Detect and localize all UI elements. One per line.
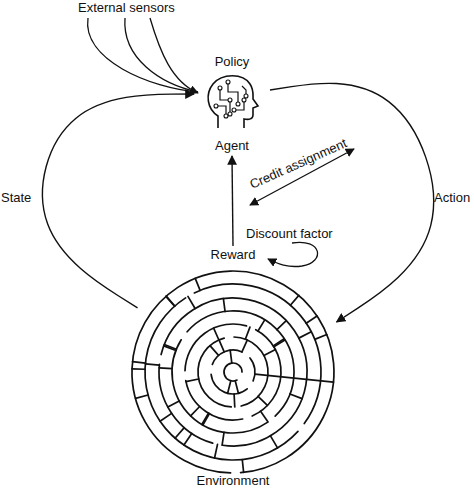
- maze-wall: [299, 332, 311, 338]
- circuit-node: [228, 98, 232, 102]
- node-title: Policy: [215, 54, 250, 70]
- maze-wall: [250, 358, 255, 381]
- maze-wall: [228, 381, 231, 394]
- maze-wall: [133, 362, 146, 363]
- sensor-label: External sensors: [78, 0, 175, 16]
- maze-wall: [136, 395, 149, 398]
- maze-wall: [306, 316, 317, 323]
- reward-node: Reward: [203, 246, 263, 264]
- maze-wall: [159, 367, 172, 369]
- environment-node: Environment: [128, 268, 338, 489]
- circuit-node: [214, 104, 218, 108]
- maze-wall: [184, 433, 192, 445]
- maze-wall: [242, 460, 243, 473]
- maze-wall: [223, 299, 225, 312]
- maze-wall: [203, 414, 209, 425]
- maze-wall: [315, 335, 327, 340]
- maze-wall: [166, 296, 175, 306]
- maze-wall: [290, 394, 302, 399]
- maze-wall: [164, 344, 176, 349]
- edge-label: Action: [434, 190, 470, 206]
- maze-wall: [261, 411, 268, 422]
- maze-wall: [186, 379, 199, 382]
- circuit-node: [232, 108, 236, 112]
- maze-wall: [188, 296, 195, 308]
- maze-wall: [222, 432, 224, 445]
- maze-wall: [202, 413, 209, 424]
- credit-label: Credit assignment: [247, 135, 349, 192]
- agent-node: PolicyAgent: [190, 54, 274, 154]
- sensor-line: [88, 18, 198, 92]
- maze-wall: [195, 278, 200, 290]
- maze-wall: [175, 428, 184, 439]
- circuit-node: [228, 112, 232, 116]
- sensor-line: [125, 18, 198, 92]
- head-outline: [208, 76, 258, 128]
- maze-wall: [219, 340, 224, 352]
- maze-wall: [186, 381, 243, 420]
- node-title: Environment: [197, 473, 270, 489]
- maze-wall: [161, 298, 307, 446]
- maze-wall: [191, 407, 200, 416]
- maze-wall: [258, 320, 265, 331]
- maze-wall: [132, 271, 334, 473]
- maze-wall: [245, 327, 250, 339]
- maze-wall: [235, 381, 238, 394]
- maze-wall: [264, 350, 275, 356]
- maze-illustration: [128, 268, 338, 476]
- maze-wall: [168, 401, 179, 407]
- node-caption: Agent: [215, 138, 249, 154]
- flow-arrow: [270, 83, 434, 322]
- maze-wall: [242, 340, 247, 352]
- flow-arrow: [43, 94, 194, 308]
- maze-wall: [215, 444, 218, 458]
- circuit-trace: [228, 82, 238, 104]
- circuit-node: [218, 86, 222, 90]
- circuit-node: [236, 102, 240, 106]
- maze-wall: [187, 311, 294, 416]
- circuit-node: [224, 114, 228, 118]
- maze-wall: [160, 413, 172, 421]
- maze-wall: [198, 338, 231, 407]
- maze-wall: [210, 346, 219, 356]
- maze-wall: [214, 328, 219, 340]
- maze-wall: [172, 340, 267, 433]
- maze-wall: [166, 297, 175, 307]
- maze-wall: [224, 363, 242, 381]
- maze-wall: [234, 337, 268, 406]
- maze-wall: [255, 374, 334, 382]
- circuit-node: [226, 80, 230, 84]
- maze-wall: [185, 324, 246, 371]
- flow-arrow: [232, 156, 233, 246]
- circuit-node: [244, 94, 248, 98]
- maze-wall: [290, 295, 298, 305]
- discount-loop-arrow: [268, 242, 318, 266]
- maze-wall: [230, 350, 232, 363]
- agent-head-icon: [190, 74, 274, 130]
- maze-wall: [132, 368, 145, 370]
- node-title: Reward: [211, 247, 256, 263]
- discount-label: Discount factor: [246, 226, 333, 242]
- maze-wall: [145, 298, 298, 460]
- sensor-line: [150, 18, 198, 93]
- maze-wall: [211, 374, 247, 394]
- maze-wall: [270, 436, 277, 448]
- maze-wall: [233, 394, 235, 407]
- maze-wall: [194, 284, 321, 424]
- maze-wall: [277, 321, 286, 330]
- circuit-node: [242, 98, 246, 102]
- maze-wall: [258, 396, 267, 405]
- maze-wall: [273, 339, 284, 346]
- edge-label: State: [1, 190, 31, 206]
- maze-wall: [145, 364, 159, 365]
